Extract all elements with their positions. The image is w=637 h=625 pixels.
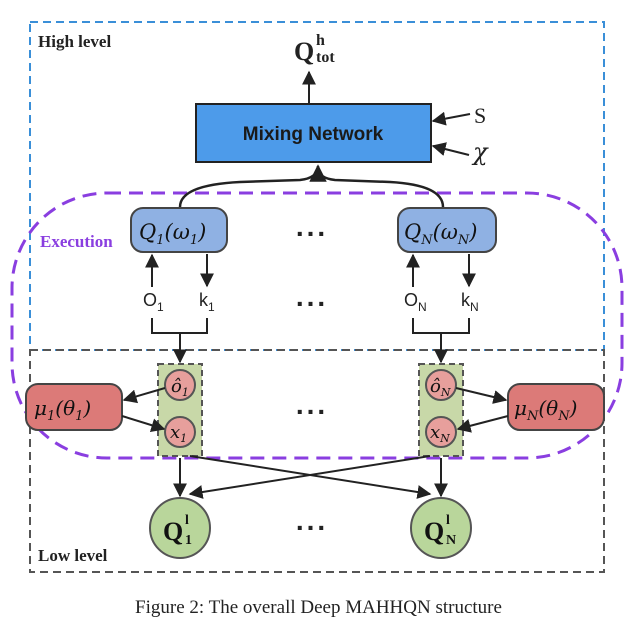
arrow-ohatn-to-mun [455,387,508,404]
arrow-s-to-mixing [431,111,471,126]
q-tot-output: Q h tot [294,32,335,66]
high-level-label: High level [38,32,111,51]
svg-text:Q: Q [424,517,444,546]
kn-label: kN [461,290,479,314]
svg-text:l: l [185,513,189,528]
svg-text:ô1: ô1 [171,376,189,399]
state-input-label: S [474,103,486,128]
arrow-ohat1-to-mu1 [122,387,166,404]
connector-agent1-loop [151,318,208,334]
svg-text:μN(θN): μN(θN) [514,396,577,424]
agent-n-low-q-node: Q l N [410,497,472,559]
agent-n-ohat-node: ôN [425,369,457,401]
svg-text:μ1(θ1): μ1(θ1) [34,396,91,424]
execution-region [10,191,624,460]
ellipsis-q-row: ... [296,211,328,242]
connector-qn-to-mixing [316,167,445,208]
arrow-xn-to-ql1 [188,455,431,499]
svg-text:tot: tot [316,49,335,66]
agent-1-low-q-node: Q l 1 [149,497,211,559]
low-level-label: Low level [38,546,108,565]
low-level-region [29,349,605,573]
agent-1-x-node: x1 [164,416,196,448]
ellipsis-mu-row: ... [296,389,328,420]
arrow-chi-to-mixing [431,142,470,156]
mixing-network-box [195,103,432,163]
svg-text:xN: xN [430,422,450,445]
execution-label: Execution [40,232,113,251]
mixing-network-label: Mixing Network [243,124,384,145]
svg-text:Q1(ω1): Q1(ω1) [139,220,206,248]
agent-n-q-network: QN(ωN) [397,207,497,253]
svg-text:x1: x1 [170,422,187,445]
svg-text:1: 1 [185,533,192,548]
o1-label: O1 [143,290,164,314]
agent-n-mu-network: μN(θN) [507,383,605,431]
chi-input-label: χ [471,138,489,166]
on-label: ON [404,290,427,314]
svg-text:h: h [316,32,325,49]
svg-text:ôN: ôN [430,376,451,399]
svg-text:Q: Q [294,37,314,66]
arrow-mun-to-xn [456,415,509,433]
ellipsis-ql-row: ... [296,505,328,536]
svg-text:Q: Q [163,517,183,546]
svg-text:l: l [446,513,450,528]
k1-label: k1 [199,290,215,314]
agent-1-q-network: Q1(ω1) [130,207,228,253]
arrow-mu1-to-x1 [121,415,166,432]
connector-agentn-loop [412,318,470,334]
connector-q1-to-mixing [178,164,327,208]
agent-1-ohat-node: ô1 [164,369,196,401]
ellipsis-ok-row: ... [296,281,328,312]
figure-caption: Figure 2: The overall Deep MAHHQN struct… [135,597,502,618]
svg-text:QN(ωN): QN(ωN) [404,220,478,248]
agent-1-mu-network: μ1(θ1) [25,383,123,431]
svg-text:N: N [446,533,456,548]
agent-n-x-node: xN [425,416,457,448]
